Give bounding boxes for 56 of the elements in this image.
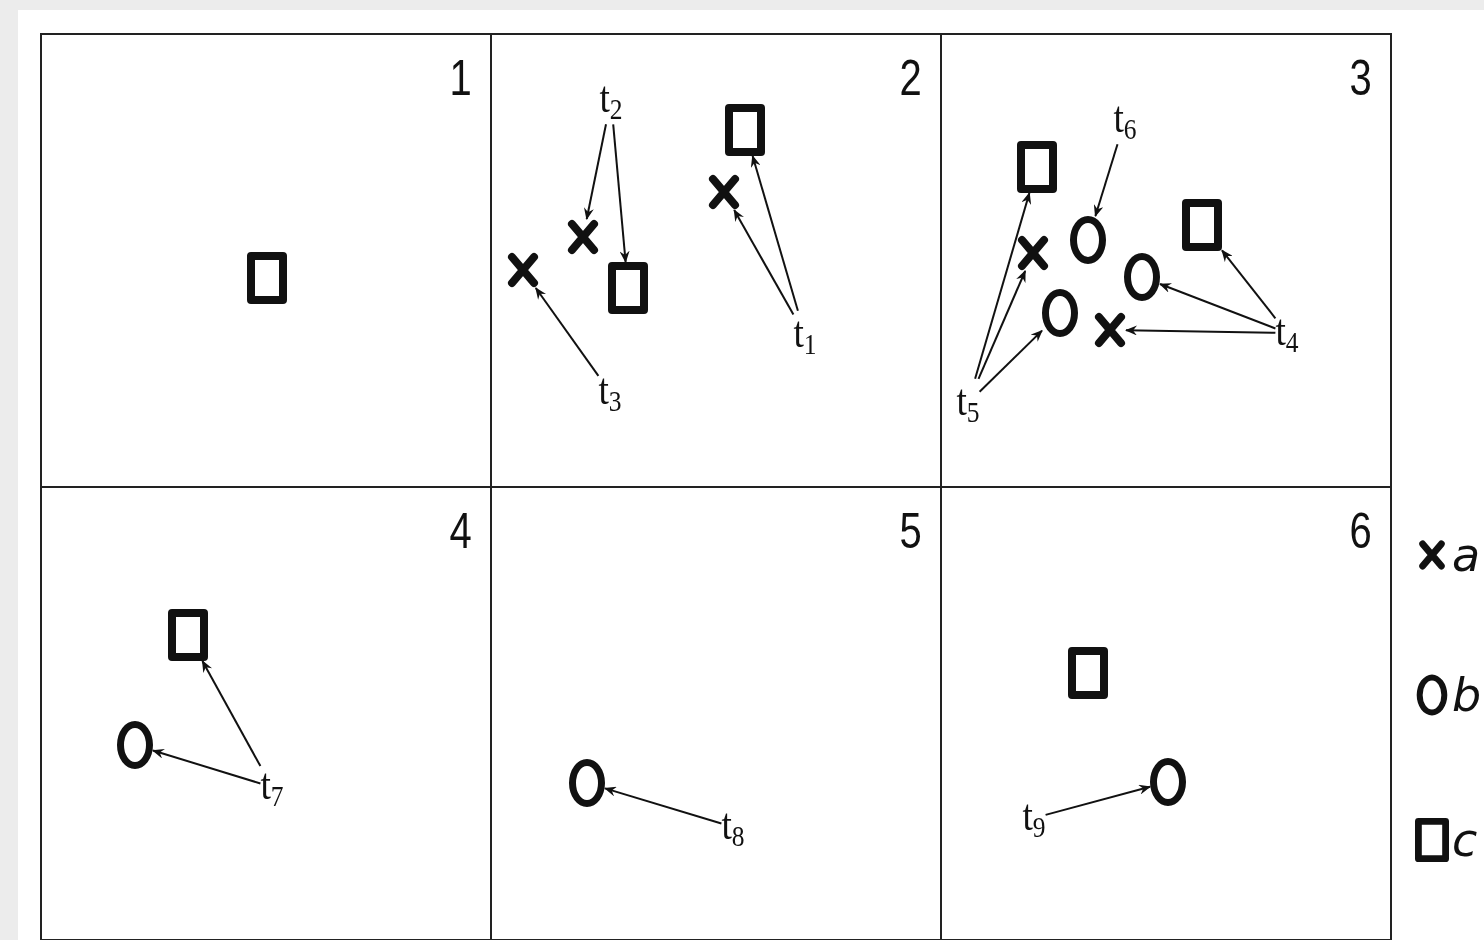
- arrow: [604, 786, 723, 825]
- circle-marker: [1124, 253, 1160, 301]
- arrow: [974, 192, 1032, 380]
- arrow: [750, 155, 799, 312]
- time-label: t$_{6}$: [1113, 95, 1137, 145]
- cell-number: 2: [899, 53, 922, 103]
- cross-marker: [567, 219, 599, 255]
- arrow: [1159, 283, 1277, 330]
- legend-label: c: [1452, 817, 1478, 863]
- time-label: t$_{2}$: [599, 75, 623, 125]
- arrow: [201, 660, 262, 768]
- circle-marker: [1042, 289, 1078, 337]
- arrow: [977, 270, 1027, 380]
- square-marker: [1068, 647, 1108, 699]
- grid-cell: [940, 33, 1392, 488]
- square-marker: [1017, 141, 1057, 193]
- grid-cell: [40, 33, 492, 488]
- time-label: t$_{9}$: [1022, 793, 1046, 843]
- legend-label: a: [1452, 532, 1481, 578]
- grid-cell: [40, 486, 492, 940]
- time-label: t$_{8}$: [721, 802, 745, 852]
- time-label: t$_{4}$: [1275, 308, 1299, 358]
- arrow: [733, 209, 795, 316]
- cross-marker: [1017, 235, 1049, 271]
- cell-number: 3: [1349, 53, 1372, 103]
- cross-marker: [507, 252, 539, 288]
- circle-marker: [117, 721, 153, 769]
- arrow: [152, 748, 262, 785]
- legend-label: b: [1452, 672, 1482, 718]
- cell-number: 5: [899, 506, 922, 556]
- arrow: [1044, 784, 1151, 816]
- cell-number: 6: [1349, 506, 1372, 556]
- square-marker: [1182, 199, 1222, 251]
- arrow: [1093, 143, 1119, 217]
- arrow: [978, 329, 1043, 393]
- arrow: [612, 123, 630, 263]
- time-label: t$_{7}$: [260, 762, 284, 812]
- circle-marker: [1150, 758, 1186, 806]
- arrow: [584, 123, 607, 220]
- arrow: [1221, 249, 1277, 320]
- square-marker: [247, 252, 287, 304]
- time-label: t$_{5}$: [956, 378, 980, 428]
- square-marker: [608, 262, 648, 314]
- grid-cell: [940, 486, 1392, 940]
- square-marker: [725, 104, 765, 156]
- cross-marker: [708, 174, 740, 210]
- arrow: [1125, 325, 1277, 336]
- arrow: [534, 287, 600, 377]
- time-label: t$_{1}$: [793, 310, 817, 360]
- cell-number: 1: [449, 53, 472, 103]
- time-label: t$_{3}$: [598, 367, 622, 417]
- cross-marker: [1094, 312, 1126, 348]
- circle-marker: [1070, 216, 1106, 264]
- cell-number: 4: [449, 506, 472, 556]
- square-marker: [168, 609, 208, 661]
- circle-marker: [569, 759, 605, 807]
